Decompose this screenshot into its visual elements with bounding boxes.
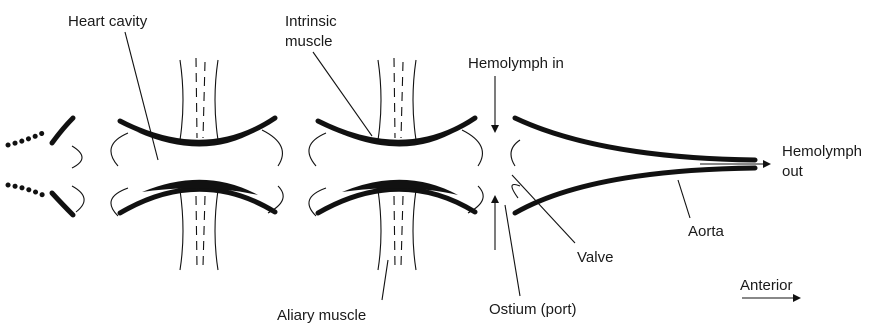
- flow-arrows: [495, 76, 800, 298]
- ostium-label: Ostium (port): [489, 301, 577, 318]
- aliary-muscle-band-2: [378, 58, 416, 270]
- aorta-label: Aorta: [688, 223, 725, 240]
- heart-cavity-label: Heart cavity: [68, 13, 148, 30]
- hemolymph-out-label-line2: out: [782, 163, 804, 180]
- aliary-muscle-label: Aliary muscle: [277, 307, 366, 324]
- intrinsic-muscle-label-line1: Intrinsic: [285, 13, 337, 30]
- aorta: [511, 118, 755, 213]
- left-partial-segment: [8, 118, 84, 215]
- heart-chamber-2: [309, 118, 483, 216]
- hemolymph-in-label: Hemolymph in: [468, 55, 564, 72]
- anterior-label: Anterior: [740, 277, 793, 294]
- valve-label: Valve: [577, 249, 613, 266]
- heart-chamber-1: [111, 118, 283, 216]
- aliary-muscle-band-1: [180, 58, 218, 270]
- intrinsic-muscle-label-line2: muscle: [285, 33, 333, 50]
- hemolymph-out-label-line1: Hemolymph: [782, 143, 862, 160]
